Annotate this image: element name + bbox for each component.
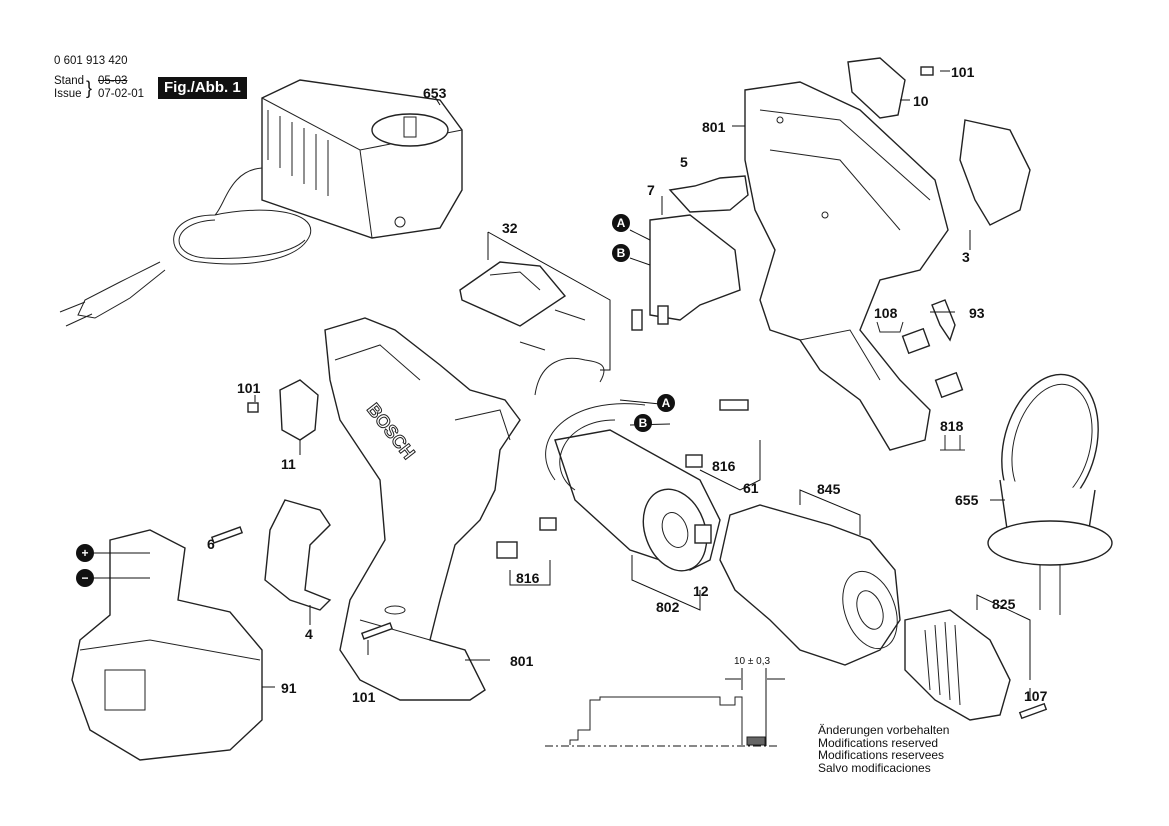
label-7[interactable]: 7: [647, 182, 655, 198]
label-107[interactable]: 107: [1024, 688, 1048, 704]
gearbox-drawing: [719, 489, 901, 666]
dimension-detail-drawing: [545, 668, 785, 747]
minus-terminal-icon: −: [76, 569, 94, 587]
issue-value: 07-02-01: [98, 88, 145, 100]
label-802[interactable]: 802: [656, 599, 680, 615]
label-101-top[interactable]: 101: [951, 64, 975, 80]
adapter-655-drawing: [987, 373, 1113, 615]
part-number: 0 601 913 420: [54, 55, 128, 67]
dimension-tolerance: 10 ± 0,3: [734, 656, 771, 667]
label-845[interactable]: 845: [817, 481, 841, 497]
small-parts-drawing: [876, 299, 965, 451]
label-655[interactable]: 655: [955, 492, 979, 508]
label-801-bottom[interactable]: 801: [510, 653, 534, 669]
battery-drawing: [71, 529, 263, 761]
label-12[interactable]: 12: [693, 583, 709, 599]
motor-drawing: [496, 399, 761, 611]
stand-value: 05-03: [98, 75, 128, 87]
label-6[interactable]: 6: [207, 536, 215, 552]
label-4[interactable]: 4: [305, 626, 313, 642]
note-en: Modifications reserved: [818, 735, 939, 750]
brace-glyph: }: [86, 78, 93, 98]
label-10[interactable]: 10: [913, 93, 929, 109]
connector-b-badge: B: [612, 244, 630, 262]
connector-a-badge: A: [612, 214, 630, 232]
connector-a-badge-motor: A: [657, 394, 675, 412]
stand-label: Stand: [54, 75, 85, 87]
label-61[interactable]: 61: [743, 480, 759, 496]
label-816-top[interactable]: 816: [712, 458, 736, 474]
housing-right-half-drawing: [744, 57, 1031, 451]
note-de: Änderungen vorbehalten: [818, 723, 950, 737]
label-816-bottom[interactable]: 816: [516, 570, 540, 586]
label-108[interactable]: 108: [874, 305, 898, 321]
figure-label: Fig./Abb. 1: [158, 77, 247, 99]
label-801-top[interactable]: 801: [702, 119, 726, 135]
label-825[interactable]: 825: [992, 596, 1016, 612]
modification-notes: Änderungen vorbehalten Modifications res…: [818, 724, 949, 774]
label-5[interactable]: 5: [680, 154, 688, 170]
label-101-left[interactable]: 101: [237, 380, 261, 396]
charger-drawing: [59, 79, 463, 327]
label-818[interactable]: 818: [940, 418, 964, 434]
note-fr: Modifications reservees: [818, 748, 945, 762]
plus-terminal-icon: +: [76, 544, 94, 562]
cover-32-drawing: [459, 231, 611, 396]
housing-left-half-drawing: [210, 317, 521, 701]
label-101-bottom[interactable]: 101: [352, 689, 376, 705]
label-91[interactable]: 91: [281, 680, 297, 696]
label-93[interactable]: 93: [969, 305, 985, 321]
switch-drawing: [631, 175, 749, 331]
label-3[interactable]: 3: [962, 249, 970, 265]
chuck-drawing: [904, 594, 1048, 721]
connector-b-badge-motor: B: [634, 414, 652, 432]
leader-lines: [92, 70, 1031, 700]
label-11[interactable]: 11: [281, 456, 296, 472]
issue-label: Issue: [54, 88, 82, 100]
note-es: Salvo modificaciones: [818, 760, 931, 775]
label-653[interactable]: 653: [423, 85, 447, 101]
label-32[interactable]: 32: [502, 220, 518, 236]
